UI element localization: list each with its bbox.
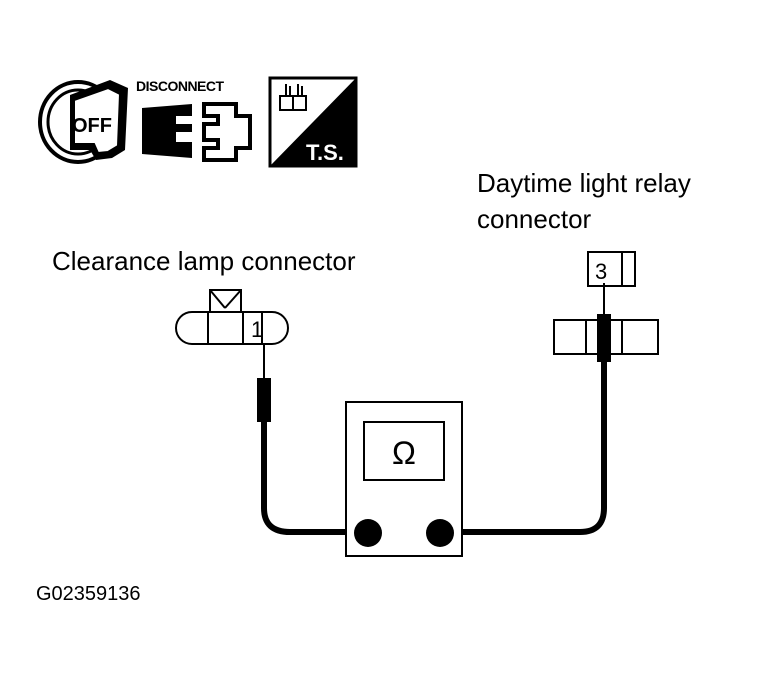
figure-id: G02359136 — [36, 583, 141, 605]
test-lead-left — [257, 344, 365, 535]
test-lead-right — [440, 283, 611, 535]
disconnect-connector-icon: DISCONNECT — [136, 78, 252, 162]
daytime-relay-label-line1: Daytime light relay — [477, 168, 691, 198]
disconnect-text: DISCONNECT — [136, 78, 225, 94]
meter-terminal-left — [354, 519, 382, 547]
ohmmeter — [345, 401, 463, 557]
meter-terminal-right — [426, 519, 454, 547]
terminal-side-icon: T.S. — [268, 76, 358, 168]
clearance-terminal-number: 1 — [251, 317, 263, 342]
relay-terminal-number: 3 — [595, 259, 607, 284]
clearance-lamp-connector — [175, 289, 289, 345]
terminal-side-text: T.S. — [306, 140, 344, 165]
daytime-relay-label-line2: connector — [477, 204, 592, 234]
ignition-off-icon: OFF — [38, 80, 128, 164]
ohm-symbol: Ω — [392, 435, 416, 471]
clearance-lamp-label: Clearance lamp connector — [52, 246, 356, 276]
ignition-off-text: OFF — [72, 115, 112, 137]
